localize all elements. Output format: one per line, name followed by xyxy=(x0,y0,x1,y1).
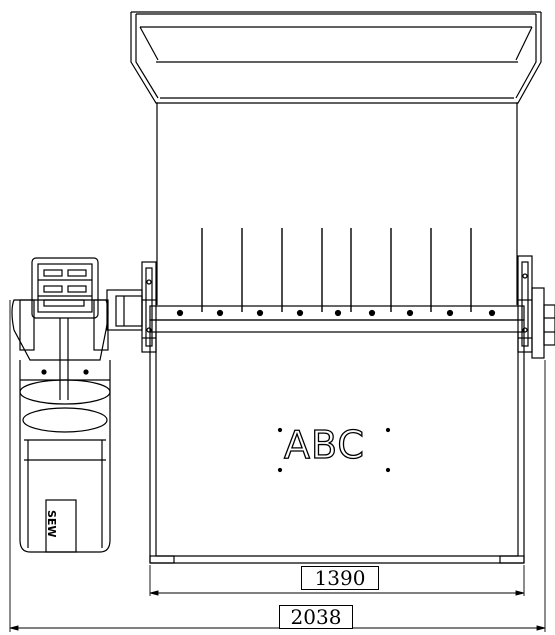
shredder-housing xyxy=(156,103,518,305)
gear-motor xyxy=(11,257,111,553)
inner-width-dimension: 1390 xyxy=(301,566,379,590)
logo-screws xyxy=(277,427,391,473)
dimension-lines xyxy=(9,300,546,632)
outer-width-dimension: 2038 xyxy=(279,605,353,629)
feed-hopper xyxy=(130,11,542,104)
left-bearing-flange xyxy=(106,261,157,353)
cutting-blades xyxy=(201,228,472,312)
lower-frame xyxy=(149,332,525,564)
shaft-bolts xyxy=(176,309,496,317)
rotor-shaft-bar xyxy=(149,305,525,333)
motor-brand-label: SEW xyxy=(45,510,58,538)
brand-logo: ABC xyxy=(283,422,365,467)
right-bearing-flange xyxy=(517,255,555,359)
